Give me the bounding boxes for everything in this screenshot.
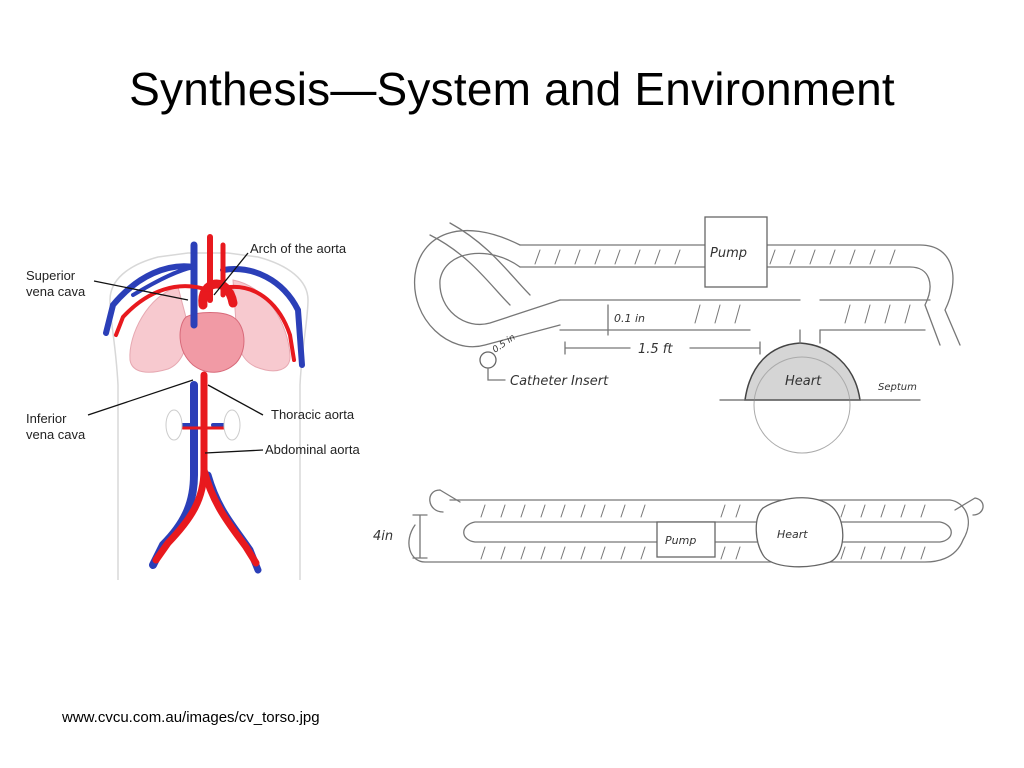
tube-bottom-end-left (429, 489, 461, 513)
dim-length (564, 341, 761, 355)
heart-organ (179, 312, 245, 373)
label-superior-vena-cava-line2: vena cava (26, 284, 86, 299)
heart-chamber (744, 342, 861, 401)
label-abdominal-aorta: Abdominal aorta (265, 442, 360, 457)
label-septum: Septum (878, 382, 917, 393)
label-pump-bottom: Pump (665, 534, 696, 547)
sketch-top-diagram: Pump Heart Septum Catheter Insert 1.5 ft… (414, 216, 961, 454)
label-heart-top: Heart (785, 374, 822, 389)
label-diameter: 0.5 in (491, 333, 518, 356)
catheter-line (487, 367, 506, 381)
tube-hatching (534, 249, 911, 324)
label-inferior-vena-cava-line1: Inferior (26, 411, 67, 426)
slide-title: Synthesis—System and Environment (129, 63, 895, 115)
left-lung (129, 286, 189, 373)
label-length: 1.5 ft (638, 342, 673, 357)
pump-box-bottom (656, 521, 716, 558)
arteries (114, 234, 296, 567)
leader-lines (87, 252, 264, 454)
sketch-bottom-diagram: 4in Pump Heart (373, 489, 984, 568)
label-arch-of-aorta: Arch of the aorta (250, 241, 347, 256)
tube-loop (414, 229, 561, 348)
heart-bottom-shape (755, 497, 844, 568)
left-kidney (165, 409, 183, 441)
catheter-port (479, 351, 497, 369)
heart-stems (799, 329, 821, 344)
source-url: www.cvcu.com.au/images/cv_torso.jpg (62, 709, 320, 726)
tube-lower (559, 299, 931, 331)
tube-cross (429, 222, 531, 306)
label-gap: 0.1 in (614, 312, 645, 325)
dim-height (412, 514, 428, 559)
tube-bottom-end-right (954, 497, 984, 516)
label-inferior-vena-cava-line2: vena cava (26, 427, 86, 442)
label-catheter: Catheter Insert (510, 374, 609, 389)
heart-bottom-circle (753, 356, 851, 454)
tube-bottom-outer (408, 499, 969, 563)
label-height: 4in (373, 529, 393, 544)
tube-bottom-hatching (480, 504, 926, 560)
anatomy-diagram: Arch of the aorta Superior vena cava Inf… (26, 234, 360, 580)
pump-box (704, 216, 768, 288)
label-thoracic-aorta: Thoracic aorta (271, 407, 355, 422)
tube-upper (519, 244, 961, 346)
label-superior-vena-cava-line1: Superior (26, 268, 76, 283)
label-heart-bottom: Heart (777, 528, 808, 541)
label-pump-top: Pump (710, 246, 747, 261)
right-kidney (223, 409, 241, 441)
